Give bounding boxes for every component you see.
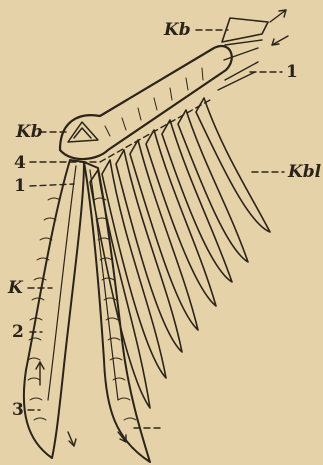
leader-lines xyxy=(28,30,284,428)
label-kbl: Kbl xyxy=(288,162,321,182)
label-1-left: 1 xyxy=(14,176,26,196)
label-3: 3 xyxy=(12,400,24,420)
label-kb-left: Kb xyxy=(16,122,43,142)
label-2: 2 xyxy=(12,322,24,342)
label-1-top: 1 xyxy=(286,62,298,82)
label-4: 4 xyxy=(14,153,26,173)
flow-arrows-top xyxy=(270,10,288,45)
flow-arrows-bottom xyxy=(36,362,126,446)
expanded-filaments xyxy=(24,160,150,462)
label-kb-top: Kb xyxy=(164,20,191,40)
vessel-tubes xyxy=(218,18,268,90)
label-k: K xyxy=(8,278,23,298)
